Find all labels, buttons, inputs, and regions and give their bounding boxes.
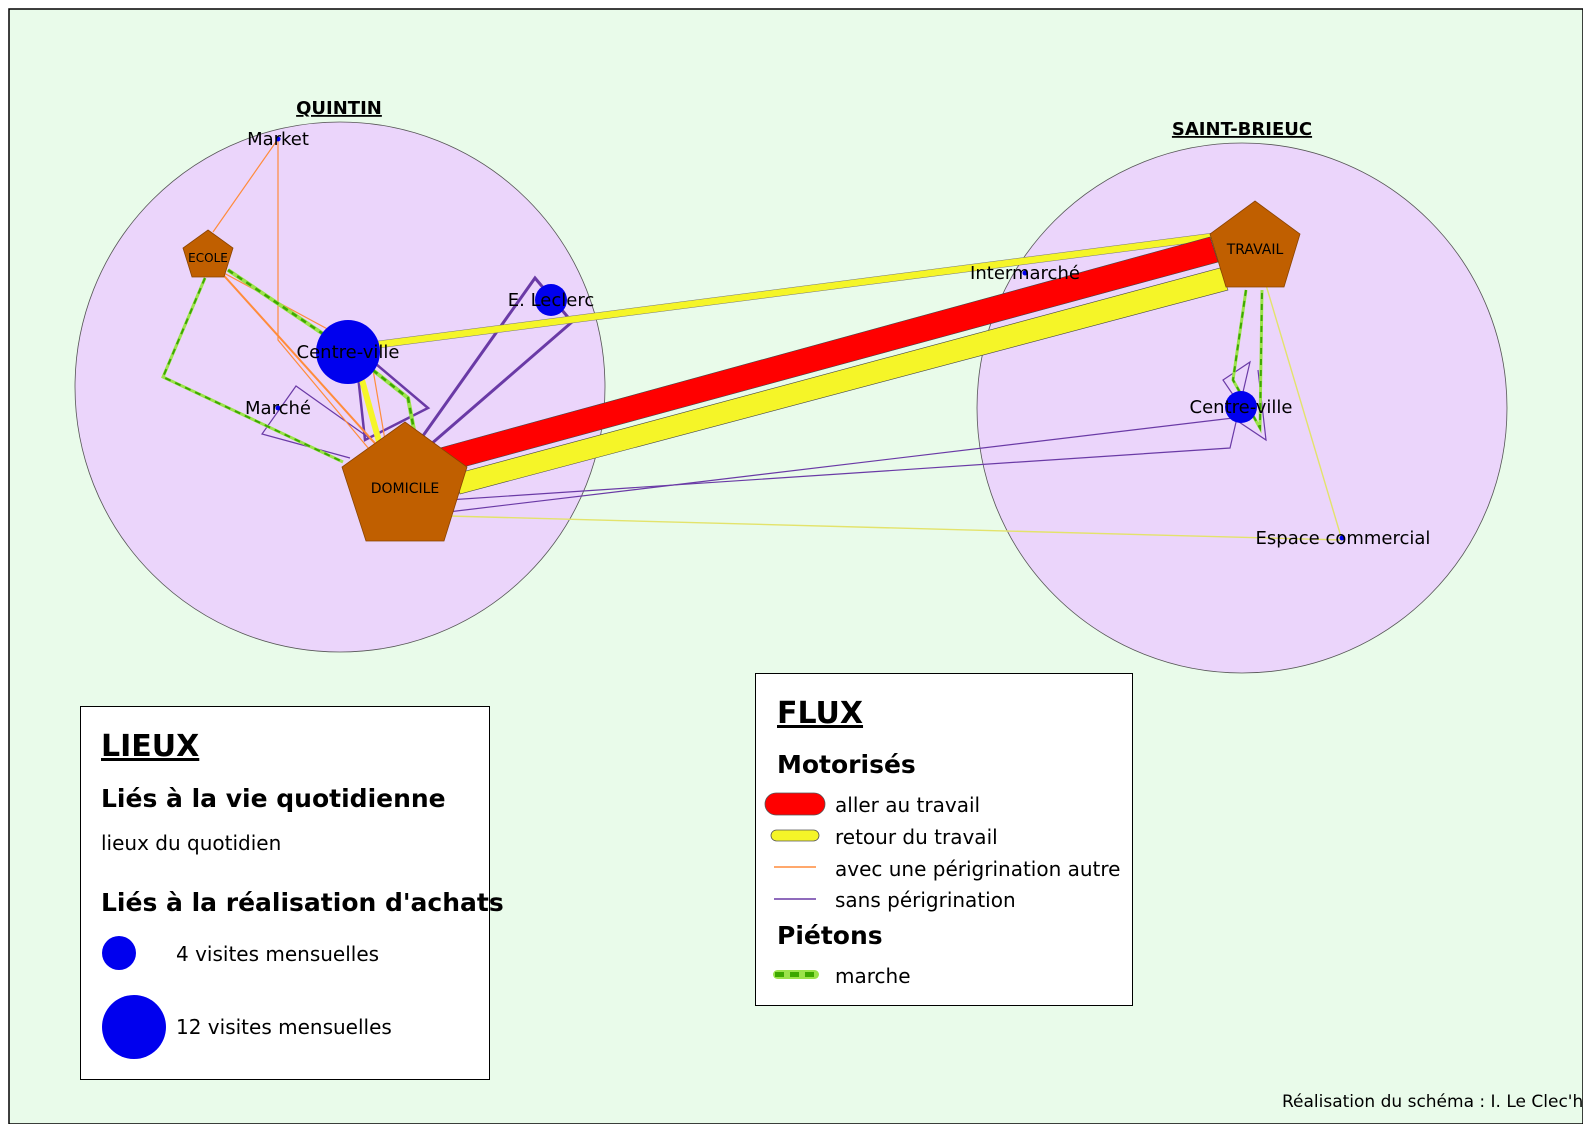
circle-icon [102, 936, 136, 970]
point-espace-commercial [1339, 535, 1345, 541]
point-intermarche [1022, 270, 1028, 276]
point-marche [275, 405, 281, 411]
shop-leclerc [535, 284, 567, 316]
place-label-travail: TRAVAIL [1226, 242, 1284, 258]
credit-line: Réalisation du schéma : I. Le Clec'h [1282, 1092, 1583, 1112]
flow-sans-peregrination [353, 347, 431, 442]
flow-marche [1231, 289, 1263, 432]
flow-peregrination [212, 137, 375, 456]
town-label-quintin: QUINTIN [296, 98, 382, 119]
legend-peregrination-label: avec une périgrination autre [835, 857, 1121, 881]
shop-label-espace-commercial: Espace commercial [1256, 528, 1431, 549]
legend-lieux-title: LIEUX [101, 729, 200, 764]
legend-shopping-heading: Liés à la réalisation d'achats [101, 888, 504, 917]
flow-marche [161, 277, 344, 463]
aller-swatch-icon [764, 792, 826, 816]
retour-swatch-icon [770, 829, 820, 842]
legend-daily-heading: Liés à la vie quotidienne [101, 784, 446, 813]
sans-peregrination-swatch-icon [774, 898, 816, 900]
flow-sans-peregrination [447, 369, 1267, 513]
legend-aller-label: aller au travail [835, 793, 981, 817]
place-label-ecole: ECOLE [188, 251, 228, 265]
legend-daily-item: lieux du quotidien [101, 831, 282, 855]
shop-label-intermarche: Intermarché [970, 263, 1080, 284]
shop-label-market: Market [247, 129, 309, 150]
legend-pedestrian-heading: Piétons [777, 921, 883, 950]
circle-icon [102, 995, 166, 1059]
town-label-saint-brieuc: SAINT-BRIEUC [1172, 119, 1312, 140]
legend-large-circle-label: 12 visites mensuelles [176, 1015, 392, 1039]
marche-swatch-icon [773, 970, 819, 979]
legend-marche-label: marche [835, 964, 911, 988]
shop-centre-ville-quintin [316, 320, 380, 384]
shop-label-centre-ville-quintin: Centre-ville [297, 342, 400, 363]
place-label-domicile: DOMICILE [371, 481, 440, 497]
shop-centre-ville-sb [1225, 391, 1257, 423]
point-market [275, 136, 281, 142]
legend-sans-peregrination-label: sans périgrination [835, 888, 1016, 912]
place-travail [1209, 200, 1301, 288]
flow-marche [226, 268, 416, 431]
legend-flux: FLUX Motorisés aller au travail retour d… [755, 673, 1133, 1006]
legend-flux-title: FLUX [777, 696, 864, 731]
place-ecole [182, 229, 234, 278]
flow-retour-short [359, 379, 383, 446]
peregrination-swatch-icon [774, 866, 816, 868]
place-domicile [341, 421, 468, 542]
flow-sans-peregrination [447, 360, 1251, 501]
shop-label-centre-ville-sb: Centre-ville [1190, 397, 1293, 418]
shop-label-marche: Marché [245, 398, 311, 419]
shop-label-leclerc: E. Leclerc [508, 290, 594, 311]
legend-lieux: LIEUX Liés à la vie quotidienne lieux du… [80, 706, 504, 1080]
flow-peregrination [207, 257, 391, 461]
legend-motorised-heading: Motorisés [777, 750, 916, 779]
legend-retour-label: retour du travail [835, 825, 998, 849]
legend-small-circle-label: 4 visites mensuelles [176, 942, 380, 966]
zone-quintin [74, 121, 606, 653]
